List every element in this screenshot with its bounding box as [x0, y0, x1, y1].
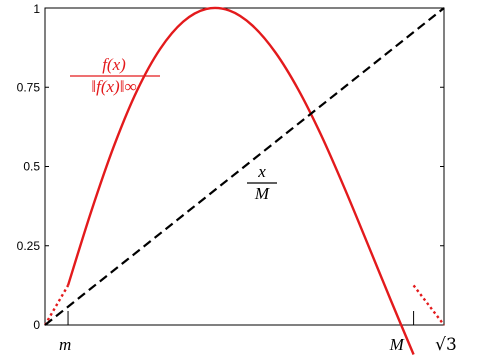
- x-marker-lines: [67, 311, 415, 325]
- annotation-f-normalized: f(x) ‖f(x)‖∞: [70, 55, 160, 96]
- y-tick-label: 0: [33, 318, 40, 332]
- y-tick-label: 0.5: [23, 160, 40, 174]
- annotation-f-numerator: f(x): [102, 55, 126, 74]
- y-axis-ticks: 0 0.25 0.5 0.75 1: [17, 2, 444, 332]
- y-tick-label: 0.75: [17, 80, 41, 94]
- x-marker-sqrt3: √3: [435, 335, 457, 355]
- annotation-x-over-M: x M: [247, 162, 277, 203]
- annotation-f-denominator: ‖f(x)‖∞: [91, 77, 136, 96]
- annotation-x-denominator: M: [254, 184, 270, 203]
- series-group: [43, 6, 445, 355]
- series-x_over_M: [44, 7, 445, 326]
- x-marker-M: M: [389, 335, 405, 354]
- y-tick-label: 1: [33, 2, 40, 16]
- y-tick-label: 0.25: [17, 239, 41, 253]
- x-marker-m: m: [59, 335, 71, 354]
- series-f_normalized: [66, 6, 415, 355]
- series-f_extension_left: [43, 284, 70, 326]
- series-f_extension_right: [412, 284, 445, 326]
- annotation-x-numerator: x: [257, 162, 266, 181]
